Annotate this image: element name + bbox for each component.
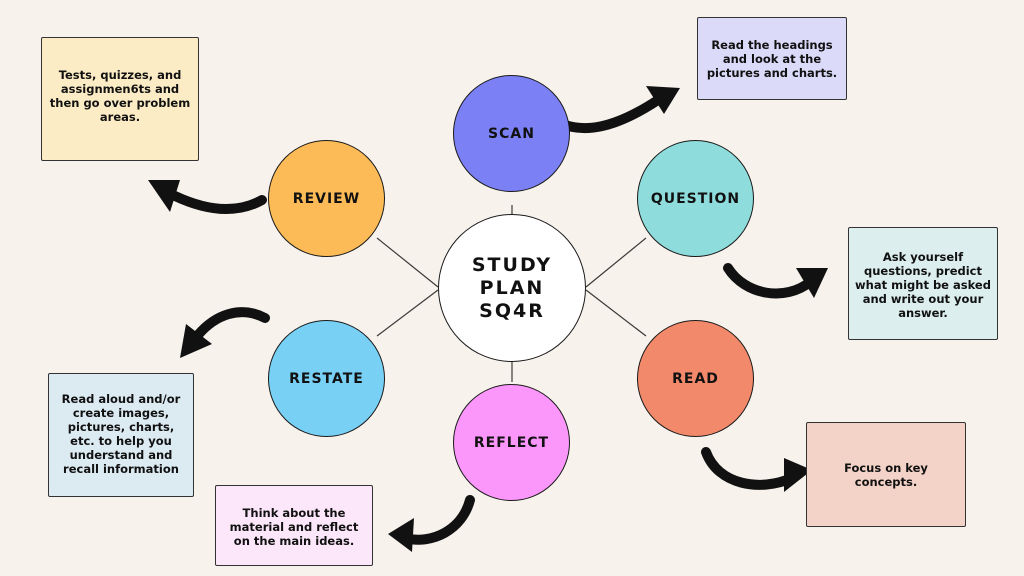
connector-question: [585, 237, 647, 288]
arrow-question-icon: [723, 263, 828, 299]
connector-restate: [376, 289, 439, 337]
node-restate-label: RESTATE: [289, 370, 364, 387]
note-review: Tests, quizzes, and assignmen6ts and the…: [41, 37, 199, 161]
note-restate-text: Read aloud and/or create images, picture…: [61, 392, 181, 476]
connector-review: [376, 237, 439, 288]
node-read: READ: [637, 320, 754, 437]
node-restate: RESTATE: [268, 320, 385, 437]
center-title: STUDY PLAN SQ4R: [471, 253, 553, 322]
center-circle: STUDY PLAN SQ4R: [438, 214, 586, 362]
node-question: QUESTION: [637, 140, 754, 257]
node-scan-label: SCAN: [488, 125, 535, 142]
node-read-label: READ: [672, 370, 719, 387]
node-reflect-label: REFLECT: [473, 434, 550, 451]
note-reflect: Think about the material and reflect on …: [215, 485, 373, 566]
arrow-restate-icon: [180, 307, 270, 358]
arrow-read-icon: [701, 447, 812, 492]
node-scan: SCAN: [453, 75, 570, 192]
connector-read: [585, 289, 647, 337]
note-read: Focus on key concepts.: [806, 422, 966, 527]
arrow-reflect-icon: [388, 495, 475, 552]
note-read-text: Focus on key concepts.: [844, 461, 928, 489]
arrow-review-icon: [148, 180, 267, 215]
note-review-text: Tests, quizzes, and assignmen6ts and the…: [49, 68, 191, 124]
note-scan-text: Read the headings and look at the pictur…: [706, 38, 838, 80]
note-question-text: Ask yourself questions, predict what mig…: [855, 250, 991, 320]
note-reflect-text: Think about the material and reflect on …: [229, 506, 359, 548]
node-question-label: QUESTION: [650, 190, 741, 207]
node-review: REVIEW: [268, 140, 385, 257]
note-restate: Read aloud and/or create images, picture…: [48, 373, 194, 497]
note-scan: Read the headings and look at the pictur…: [697, 17, 847, 100]
node-review-label: REVIEW: [292, 190, 361, 207]
note-question: Ask yourself questions, predict what mig…: [848, 227, 998, 340]
node-reflect: REFLECT: [453, 384, 570, 501]
